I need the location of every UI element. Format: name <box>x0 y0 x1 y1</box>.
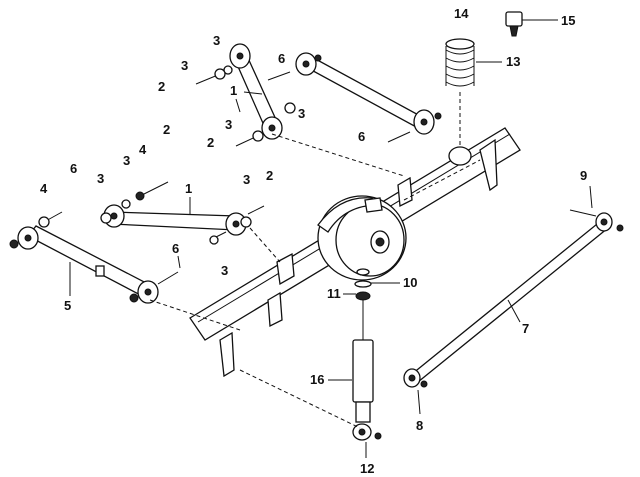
lower-bolts <box>38 181 281 285</box>
callout-leaders <box>69 19 593 458</box>
callout: 7 <box>522 321 529 336</box>
callout: 13 <box>506 54 520 69</box>
callout: 4 <box>40 181 48 196</box>
callout: 3 <box>221 263 228 278</box>
upper-right-link <box>295 52 442 135</box>
callout: 3 <box>213 33 220 48</box>
callout: 2 <box>266 168 273 183</box>
callout: 3 <box>225 117 232 132</box>
callout: 2 <box>207 135 214 150</box>
callout: 3 <box>243 172 250 187</box>
lower-control-arm <box>100 204 252 236</box>
callout: 5 <box>64 298 71 313</box>
callout: 14 <box>454 6 469 21</box>
callout: 3 <box>181 58 188 73</box>
differential-housing <box>317 195 407 281</box>
callout: 3 <box>97 171 104 186</box>
callout: 1 <box>185 181 192 196</box>
callout: 6 <box>70 161 77 176</box>
assembly-guide-lines <box>149 133 481 429</box>
callout-labels: 1 1 2 2 2 2 3 3 3 3 3 3 3 3 4 4 5 6 6 6 … <box>40 6 587 476</box>
callout: 3 <box>298 106 305 121</box>
callout: 15 <box>561 13 575 28</box>
callout: 6 <box>172 241 179 256</box>
callout: 1 <box>230 83 237 98</box>
callout: 3 <box>123 153 130 168</box>
callout: 4 <box>139 142 147 157</box>
lower-trailing-arm-left <box>9 225 159 304</box>
callout: 12 <box>360 461 374 476</box>
callout: 9 <box>580 168 587 183</box>
panhard-rod <box>403 209 624 388</box>
callout: 11 <box>327 286 341 301</box>
callout: 6 <box>278 51 285 66</box>
coil-spring <box>445 38 475 166</box>
callout: 2 <box>163 122 170 137</box>
callout: 8 <box>416 418 423 433</box>
callout: 2 <box>158 79 165 94</box>
upper-control-arm <box>229 43 283 140</box>
shock-absorber <box>352 268 382 441</box>
upper-bolts <box>195 65 411 147</box>
callout: 16 <box>310 372 324 387</box>
bump-stop <box>505 11 523 37</box>
callout: 6 <box>358 129 365 144</box>
callout: 10 <box>403 275 417 290</box>
